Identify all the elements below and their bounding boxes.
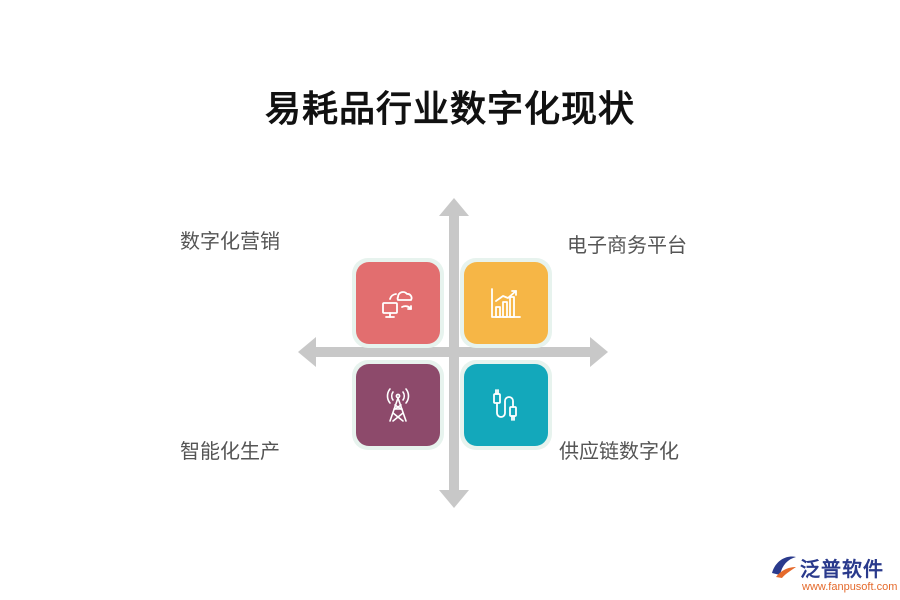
tile-supply-chain-digitalization-inner (464, 364, 548, 446)
tile-digital-marketing-inner (356, 262, 440, 344)
horizontal-axis (313, 347, 593, 357)
tile-digital-marketing (352, 258, 444, 348)
tile-supply-chain-digitalization (460, 360, 552, 450)
page-title: 易耗品行业数字化现状 (264, 89, 635, 130)
tile-ecommerce-platform-inner (464, 262, 548, 344)
brand-logo-icon (772, 556, 796, 578)
tile-smart-production (352, 360, 444, 450)
brand-url: www.fanpusoft.com (802, 581, 898, 593)
tile-ecommerce-platform (460, 258, 552, 348)
arrow-right-icon (590, 337, 608, 367)
arrow-down-icon (439, 490, 469, 508)
arrow-left-icon (298, 337, 316, 367)
tile-smart-production-inner (356, 364, 440, 446)
brand-watermark: 泛普软件 www.fanpusoft.com (770, 553, 898, 598)
label-supply-chain-digitalization: 供应链数字化 (559, 439, 679, 463)
arrow-up-icon (439, 198, 469, 216)
signal-tower-icon (386, 388, 410, 422)
label-smart-production: 智能化生产 (180, 439, 280, 463)
brand-name: 泛普软件 (800, 557, 884, 581)
bar-chart-icon (491, 288, 521, 318)
cloud-sync-monitor-icon (382, 291, 413, 318)
label-digital-marketing: 数字化营销 (180, 229, 280, 253)
usb-cable-icon (493, 389, 517, 421)
label-ecommerce-platform: 电子商务平台 (567, 233, 687, 257)
